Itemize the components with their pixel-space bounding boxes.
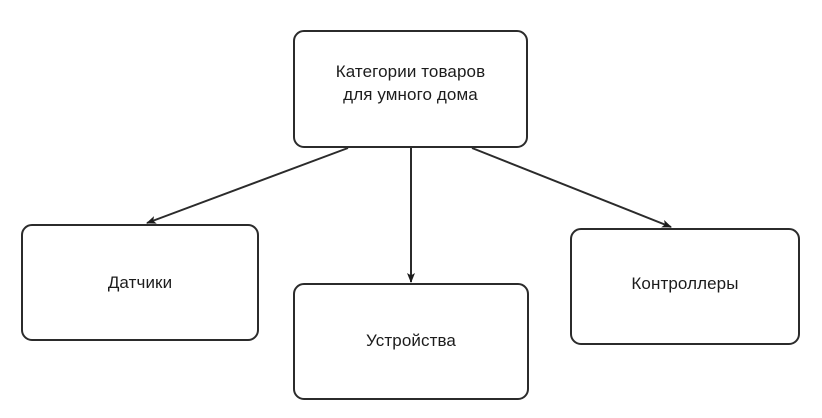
- node-sensors-label: Датчики: [107, 273, 173, 292]
- node-root-label: Категории товаров для умного дома: [335, 62, 486, 104]
- node-root-category[interactable]: Категории товаров для умного дома: [293, 30, 528, 148]
- node-devices[interactable]: Устройства: [293, 283, 529, 400]
- node-controllers-label: Контроллеры: [631, 274, 739, 293]
- edge-root-to-sensors: [146, 147, 349, 224]
- node-devices-label: Устройства: [366, 331, 456, 350]
- edge-root-to-controllers: [471, 147, 672, 228]
- node-sensors[interactable]: Датчики: [21, 224, 259, 341]
- node-controllers[interactable]: Контроллеры: [570, 228, 800, 345]
